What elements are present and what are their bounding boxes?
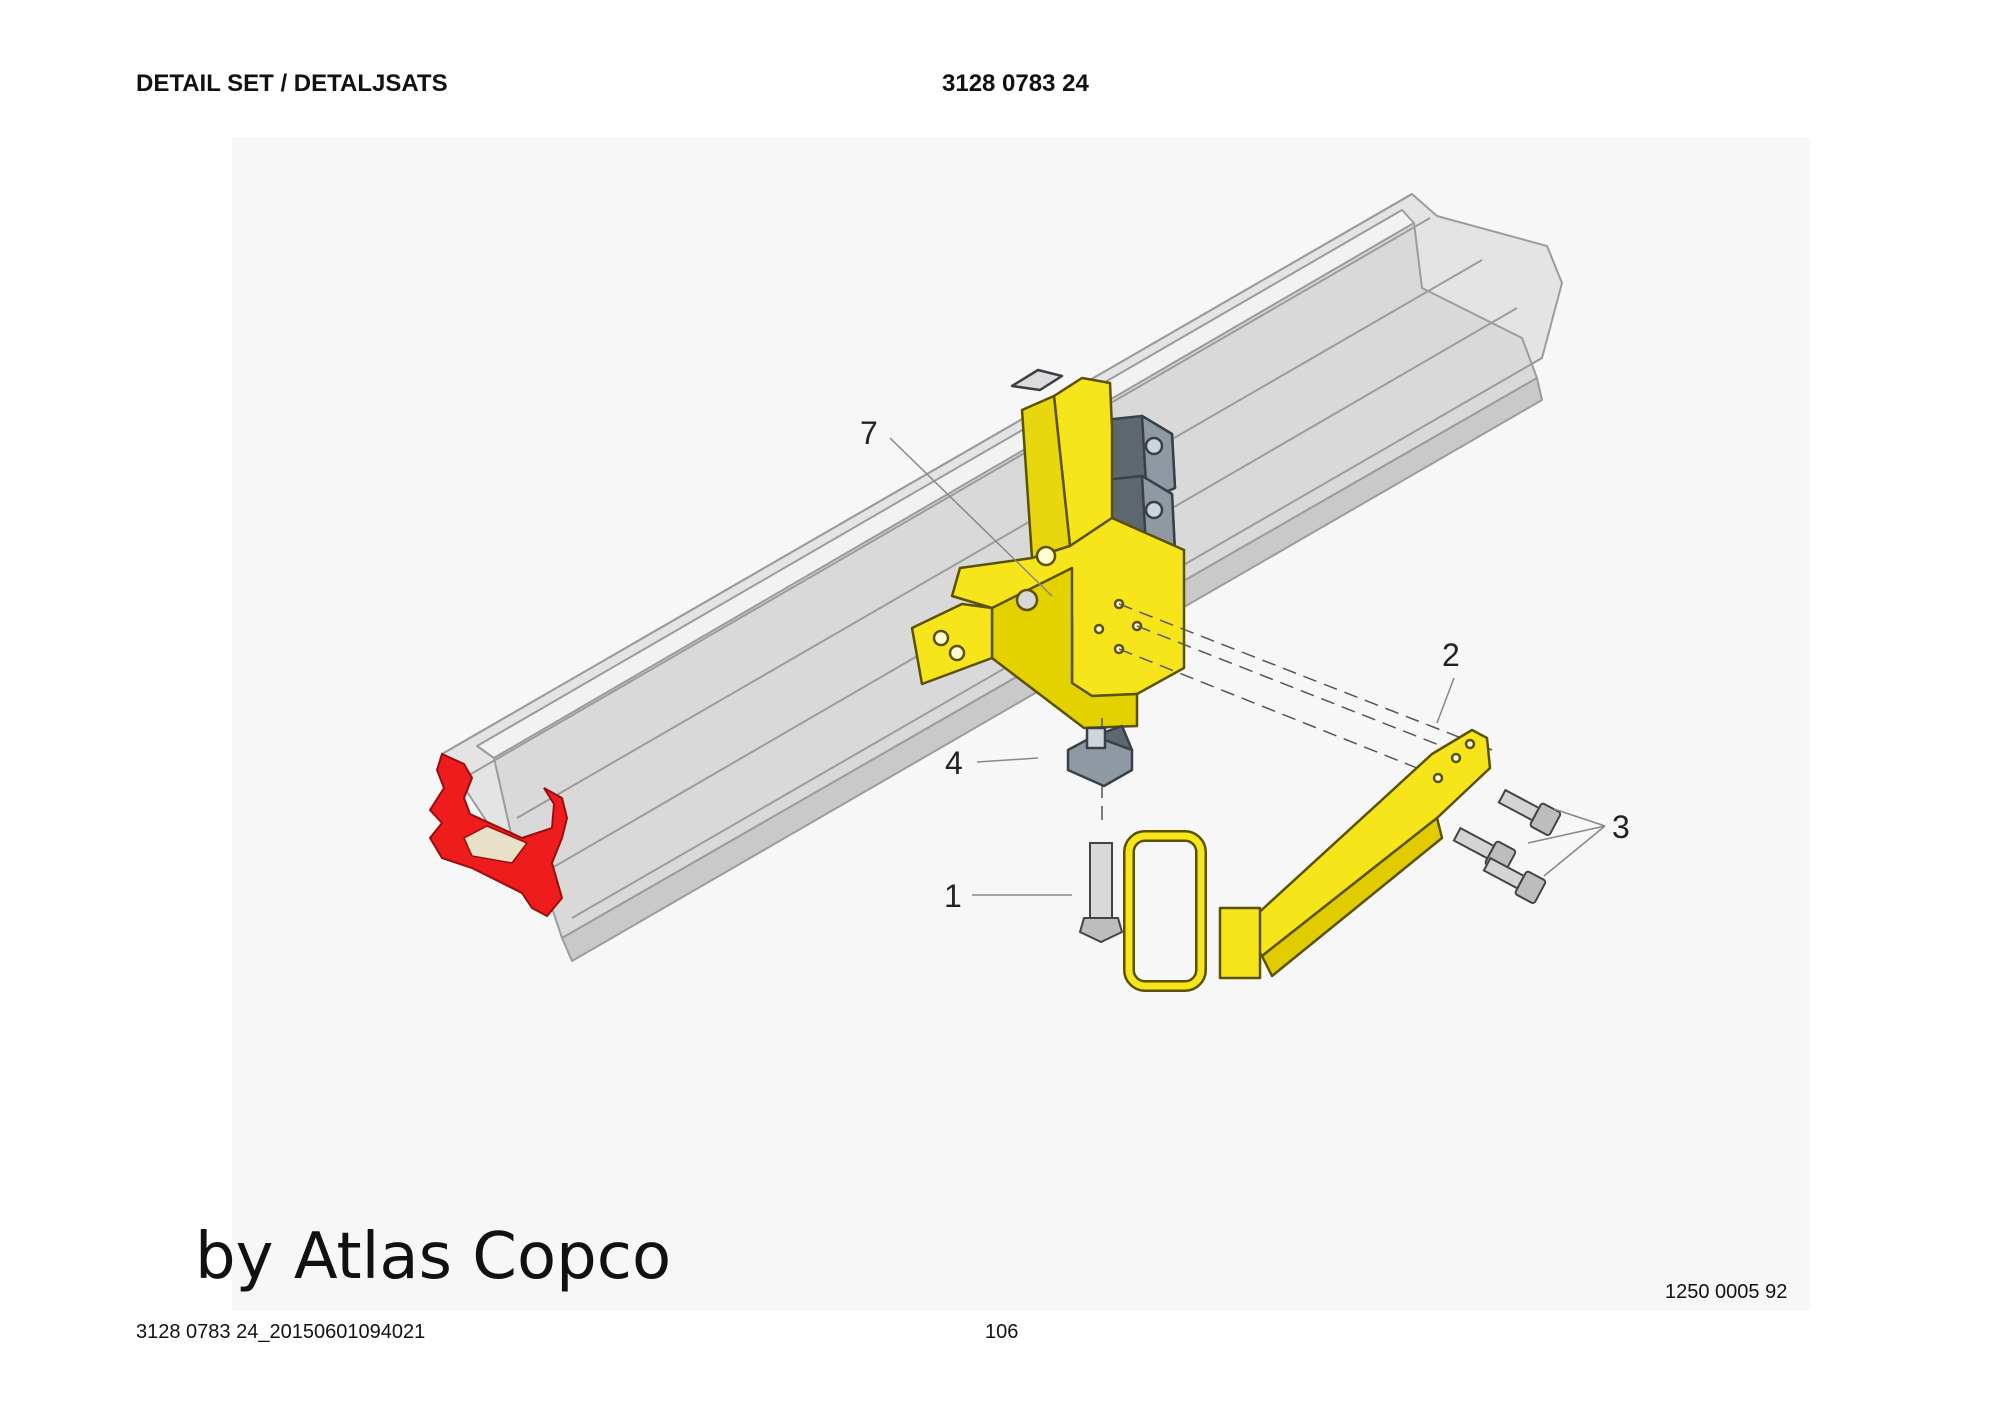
footer-document-id: 3128 0783 24_20150601094021 <box>136 1321 426 1343</box>
callout-3: 3 <box>1612 809 1630 845</box>
exploded-view-drawing: 7 2 4 3 1 <box>232 138 1810 1310</box>
part-1-bolt <box>1078 842 1124 944</box>
drawing-background <box>232 138 1810 1310</box>
callout-4: 4 <box>945 745 963 781</box>
callout-2: 2 <box>1442 637 1460 673</box>
header-title: DETAIL SET / DETALJSATS <box>136 70 448 97</box>
callout-1: 1 <box>944 878 962 914</box>
footer-page-number: 106 <box>985 1321 1019 1343</box>
part-4-clip <box>1066 724 1134 788</box>
callout-7: 7 <box>860 415 878 451</box>
leader-lines <box>889 437 1606 896</box>
watermark: by Atlas Copco <box>195 1220 672 1294</box>
part-2-handle <box>1123 728 1492 992</box>
figure-number: 1250 0005 92 <box>1665 1281 1788 1303</box>
part-3-screws <box>1452 788 1562 904</box>
header-part-number: 3128 0783 24 <box>942 70 1089 97</box>
rail-cross-section <box>428 752 569 918</box>
